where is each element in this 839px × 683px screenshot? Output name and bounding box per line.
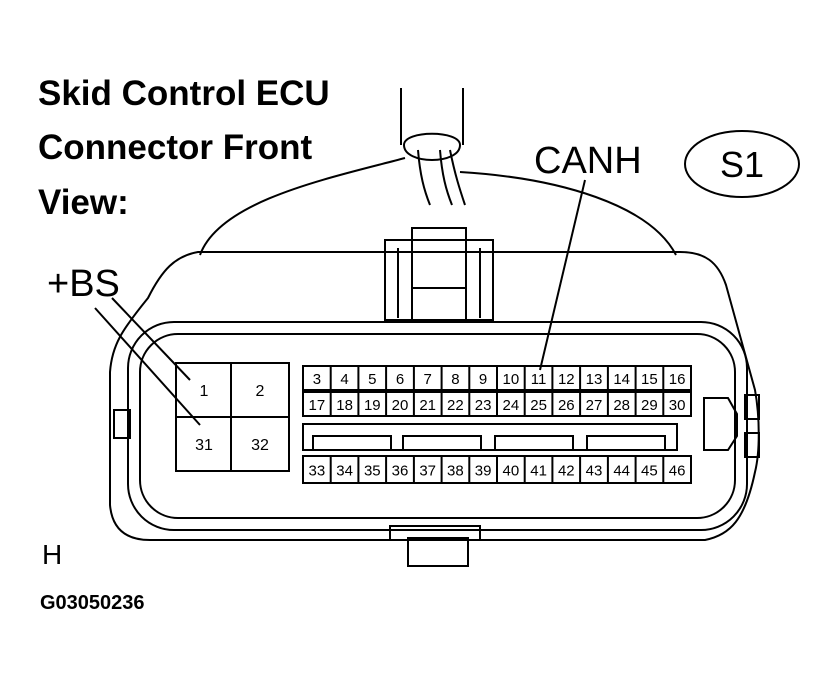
side-marker: H <box>42 539 62 570</box>
connector-badge-oval <box>684 130 800 198</box>
pin-label: 21 <box>419 397 436 414</box>
pin-label: 16 <box>669 371 686 388</box>
bs-label: +BS <box>47 263 120 305</box>
top-latch-detail <box>397 248 481 318</box>
figure-id: G03050236 <box>40 592 145 614</box>
pin-label: 7 <box>424 371 432 388</box>
harness-cover <box>199 157 677 256</box>
pin-label: 22 <box>447 397 464 414</box>
key-slot <box>302 423 678 451</box>
pin-label: 18 <box>336 397 353 414</box>
key-slot-segment <box>402 435 482 451</box>
key-slot-segment <box>586 435 666 451</box>
pin-label: 39 <box>475 463 492 480</box>
right-tab-lower <box>744 432 760 458</box>
pin-row-dividers <box>329 366 665 483</box>
connector-face-inner <box>139 333 736 519</box>
pin-label: 12 <box>558 371 575 388</box>
canh-leader-line <box>539 179 586 371</box>
pin-label: 14 <box>613 371 630 388</box>
bs-leader-line <box>94 307 201 426</box>
pin-label: 11 <box>531 371 547 388</box>
pin-label: 5 <box>368 371 376 388</box>
pin-label: 31 <box>195 437 213 454</box>
connector-housing-outer <box>109 251 760 541</box>
pin-label: 23 <box>475 397 492 414</box>
pin-label: 36 <box>392 463 409 480</box>
bs-leader-line-2 <box>111 297 191 381</box>
connector-badge-text: S1 <box>720 144 764 185</box>
title-line-3: View: <box>38 183 129 222</box>
pin-block-left-dividers <box>176 363 289 471</box>
pin-label: 15 <box>641 371 658 388</box>
canh-label: CANH <box>534 140 642 182</box>
pin-label: 43 <box>586 463 603 480</box>
title-line-1: Skid Control ECU <box>38 74 330 113</box>
pin-label: 20 <box>392 397 409 414</box>
key-slot-segment <box>494 435 574 451</box>
left-tab <box>113 409 131 439</box>
harness-strand <box>449 149 466 206</box>
title-line-2: Connector Front <box>38 128 313 167</box>
pin-label: 44 <box>613 463 630 480</box>
pin-label: 30 <box>669 397 686 414</box>
pin-label: 33 <box>309 463 326 480</box>
harness-strand <box>439 149 453 206</box>
pin-label: 42 <box>558 463 575 480</box>
pin-label: 1 <box>200 383 209 400</box>
pin-label: 2 <box>256 383 265 400</box>
right-latch <box>703 397 738 451</box>
pin-label: 32 <box>251 437 269 454</box>
connector-face <box>127 321 748 531</box>
pin-label: 46 <box>669 463 686 480</box>
pin-label: 24 <box>503 397 520 414</box>
pin-label: 40 <box>503 463 520 480</box>
right-tab-upper <box>744 394 760 420</box>
pin-label: 10 <box>503 371 520 388</box>
pin-label: 8 <box>451 371 459 388</box>
harness-strand <box>417 149 431 206</box>
key-slot-segment <box>312 435 392 451</box>
pin-label: 3 <box>313 371 321 388</box>
pin-label: 13 <box>586 371 603 388</box>
pin-label: 27 <box>586 397 603 414</box>
pin-label: 9 <box>479 371 487 388</box>
pin-label: 45 <box>641 463 658 480</box>
pin-label: 26 <box>558 397 575 414</box>
pin-label: 38 <box>447 463 464 480</box>
pin-label: 35 <box>364 463 381 480</box>
pin-label: 25 <box>530 397 547 414</box>
pin-label: 34 <box>336 463 353 480</box>
pin-label: 28 <box>613 397 630 414</box>
pin-label: 6 <box>396 371 404 388</box>
pin-label: 41 <box>530 463 547 480</box>
pin-label: 17 <box>309 397 326 414</box>
bottom-tab <box>389 525 481 541</box>
pin-label: 4 <box>340 371 348 388</box>
pin-label: 37 <box>419 463 436 480</box>
harness-bundle <box>402 132 462 161</box>
pin-label: 29 <box>641 397 658 414</box>
top-latch-inner <box>411 227 467 321</box>
bottom-tab-lower <box>407 537 469 567</box>
pin-label: 19 <box>364 397 381 414</box>
